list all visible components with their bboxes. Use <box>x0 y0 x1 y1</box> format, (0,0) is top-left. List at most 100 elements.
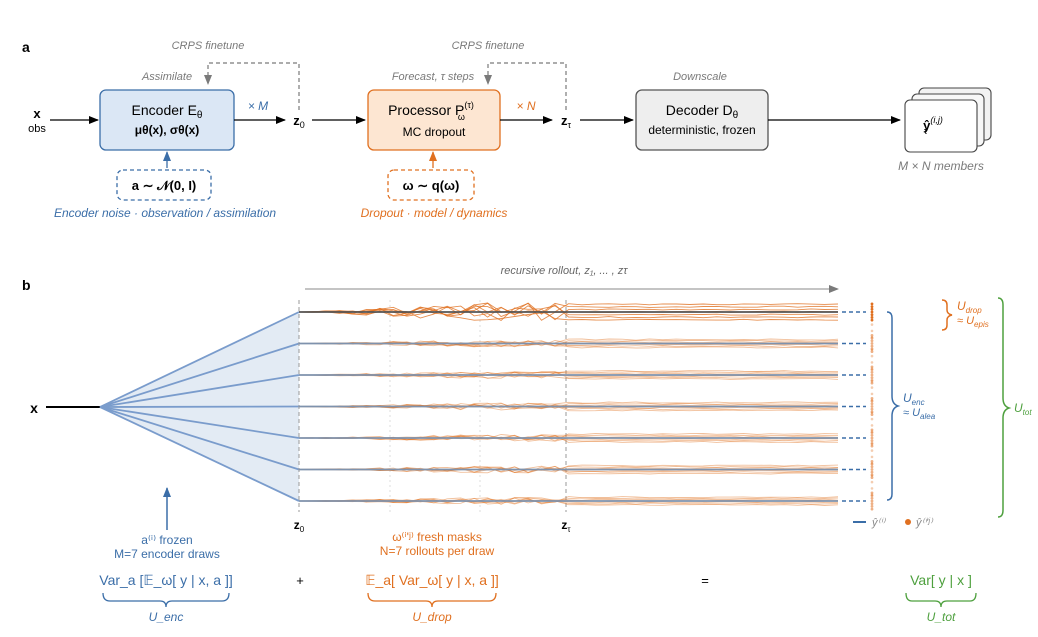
encoder-fan-lines <box>99 311 300 502</box>
encoder-note-line2: M=7 encoder draws <box>114 547 220 561</box>
rollout-member <box>298 402 839 410</box>
processor-mult-label: × N <box>516 99 535 113</box>
member-dot <box>870 424 874 427</box>
member-dot <box>870 339 874 343</box>
encoder-crps-label: CRPS finetune <box>172 40 245 52</box>
member-dot <box>870 480 874 484</box>
member-dot <box>870 316 874 319</box>
assimilate-label: Assimilate <box>141 71 192 83</box>
eq-term1: Var_a [𝔼_ω[ y | x, a ]] <box>99 572 232 588</box>
member-dot <box>870 502 874 506</box>
member-dot <box>870 397 874 400</box>
member-dot <box>870 410 874 414</box>
fan-line <box>99 406 300 502</box>
eq-plus: + <box>296 573 304 588</box>
panel-a-label: a <box>22 39 30 55</box>
legend-member-label: ŷ⁽ⁱ'ʲ⁾ <box>915 517 934 529</box>
encoder-noise-text: a ∼ 𝒩(0, I) <box>132 178 197 193</box>
ztau-label: zτ <box>561 113 572 130</box>
rollout-member <box>298 303 839 317</box>
member-dot <box>870 402 874 406</box>
member-dot <box>870 443 874 446</box>
member-dot <box>870 491 874 495</box>
member-dot <box>870 407 874 411</box>
member-dot <box>870 499 874 503</box>
member-dot <box>870 405 874 408</box>
eq-term3: Var[ y | x ] <box>910 572 972 588</box>
dropout-note-line1: ω⁽ⁱ'ʲ⁾ fresh masks <box>392 530 482 544</box>
member-dot <box>870 379 874 382</box>
member-dot <box>870 323 874 326</box>
member-dot <box>870 460 874 463</box>
input-x-label: x <box>33 106 41 121</box>
panel-b-label: b <box>22 277 31 293</box>
encoder-crps-loop <box>204 62 300 110</box>
encoder-noise-caption: Encoder noise · observation / assimilati… <box>54 206 276 220</box>
member-dot <box>870 442 874 445</box>
drop-bracket-label: Udrop <box>957 299 982 315</box>
eq-term2-brace <box>367 592 497 608</box>
member-dot <box>870 428 874 432</box>
fan-line <box>99 406 300 439</box>
rollout-label: recursive rollout, z₁, ... , zτ <box>501 265 629 277</box>
rollout-member <box>299 496 839 504</box>
fan-line <box>99 406 300 471</box>
decoder-box <box>635 89 769 151</box>
member-dot <box>870 473 874 477</box>
member-dot <box>870 317 874 320</box>
member-dot <box>870 433 874 437</box>
fan-line <box>99 311 300 408</box>
member-dot <box>870 313 874 317</box>
rollout-member <box>298 497 839 504</box>
member-dot <box>870 505 874 508</box>
member-dot <box>870 310 874 314</box>
member-dot <box>870 307 874 311</box>
member-dot <box>870 474 874 478</box>
tot-bracket-label: Utot <box>1014 401 1032 417</box>
downscale-label: Downscale <box>673 71 727 83</box>
legend-mean-label: ŷ⁽ⁱ⁾ <box>871 517 886 529</box>
rollout-member <box>299 305 839 321</box>
member-dot <box>870 494 874 497</box>
member-dot <box>870 417 874 421</box>
member-dot <box>870 449 874 452</box>
member-dot <box>870 365 874 369</box>
member-dot <box>870 350 874 353</box>
processor-crps-label: CRPS finetune <box>452 40 525 52</box>
member-dot <box>870 507 874 511</box>
output-card-front <box>904 99 978 153</box>
panel-b-x-label: x <box>30 400 38 416</box>
member-dot <box>870 439 874 443</box>
processor-title: Processor P(τ)ω <box>388 100 474 122</box>
fan-line <box>99 374 300 408</box>
member-dot <box>870 302 874 306</box>
b-z0-label: z0 <box>294 518 305 534</box>
fan-line <box>99 405 300 408</box>
encoder-mult-label: × M <box>248 99 268 113</box>
member-dot <box>870 444 874 448</box>
member-dot <box>870 386 874 389</box>
member-dot <box>870 470 874 474</box>
member-dot <box>870 411 874 415</box>
encoder-note-line1: a⁽ⁱ⁾ frozen <box>141 533 192 547</box>
member-dot <box>870 392 874 396</box>
member-dot <box>870 305 874 308</box>
member-dot <box>870 370 874 374</box>
drop-bracket-approx: ≈ Uepis <box>957 315 989 329</box>
member-dot <box>870 465 874 469</box>
member-dot <box>870 329 874 333</box>
input-obs-label: obs <box>28 123 46 135</box>
eq-term3-under: U_tot <box>927 610 956 624</box>
rollout-trajectories <box>298 302 874 511</box>
b-ztau-label: zτ <box>561 518 571 534</box>
rollout-member <box>298 434 839 443</box>
eq-term1-brace <box>102 592 230 608</box>
member-dot <box>870 436 874 440</box>
member-dot <box>870 354 874 358</box>
forecast-label: Forecast, τ steps <box>392 71 475 83</box>
enc-bracket <box>886 311 901 501</box>
member-dot <box>870 496 874 500</box>
member-dot <box>870 468 874 471</box>
member-dot <box>870 347 874 351</box>
eq-equals: = <box>701 573 709 588</box>
